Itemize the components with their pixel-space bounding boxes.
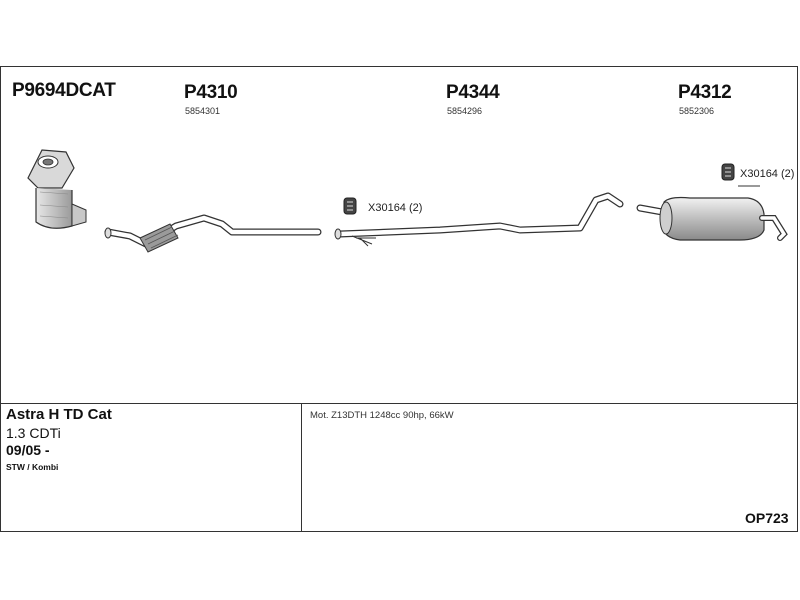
vehicle-year: 09/05 - [6,442,50,458]
part-code-front-pipe: P4310 [184,82,238,103]
oe-number-rear-silencer: 5852306 [679,106,715,116]
clamp-label-middle: X30164 (2) [368,202,423,214]
motor-info: Mot. Z13DTH 1248cc 90hp, 66kW [310,410,454,421]
front-pipe-part [104,214,322,253]
diagram-frame [0,66,798,532]
vehicle-info: Astra H TD Cat 1.3 CDTi 09/05 - STW / Ko… [6,406,112,472]
catalyst-part [27,149,87,229]
clamp-label-rear: X30164 (2) [740,168,795,180]
divider-vertical [301,403,302,532]
part-code-catalyst: P9694DCAT [12,80,116,101]
oe-number-middle-pipe: 5854296 [447,106,483,116]
middle-pipe-part [334,192,624,247]
clamp-icon [343,197,357,215]
divider-horizontal [1,403,797,404]
rear-silencer-part [636,196,788,241]
clamp-icon [721,163,735,181]
vehicle-body: STW / Kombi [6,462,59,472]
vehicle-engine: 1.3 CDTi [6,425,61,441]
reference-code: OP723 [745,510,789,526]
part-code-middle-pipe: P4344 [446,82,500,103]
oe-number-front-pipe: 5854301 [185,106,221,116]
part-code-rear-silencer: P4312 [678,82,732,103]
vehicle-model: Astra H TD Cat [6,406,112,423]
